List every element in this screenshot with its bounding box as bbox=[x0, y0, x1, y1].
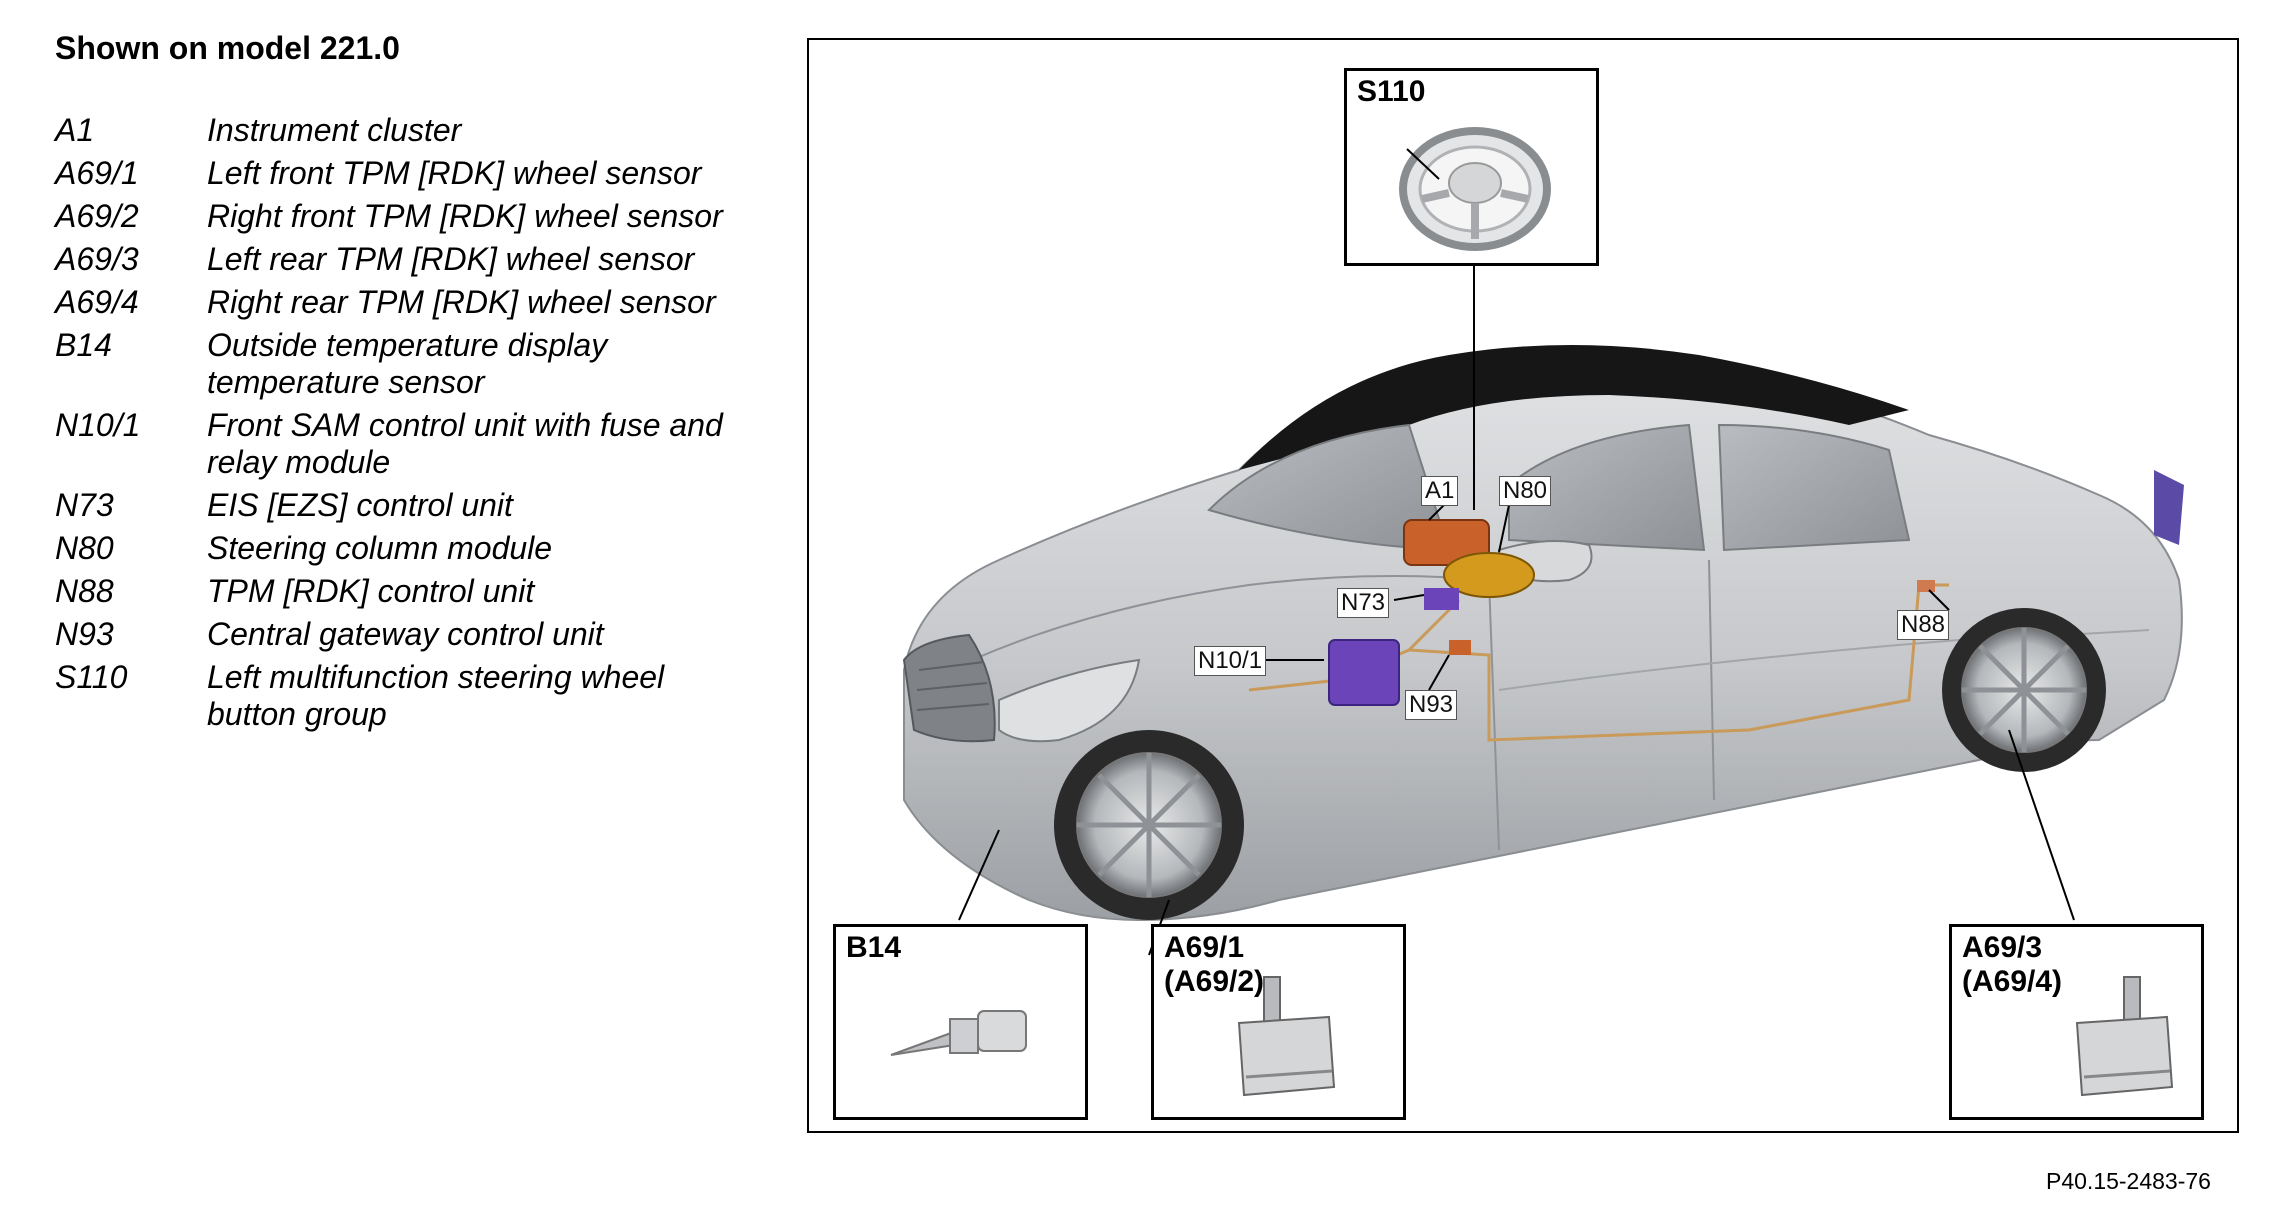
b14-inset: B14 bbox=[833, 924, 1088, 1120]
instrument-cluster-component bbox=[1403, 519, 1490, 566]
car-roof bbox=[1239, 345, 1909, 470]
figure-reference-id: P40.15-2483-76 bbox=[2046, 1168, 2211, 1194]
rear-side-window bbox=[1717, 423, 1911, 552]
legend-code: A69/1 bbox=[55, 155, 139, 191]
legend-description: Central gateway control unit bbox=[207, 616, 604, 652]
legend-item: A1 Instrument cluster bbox=[55, 112, 735, 149]
legend-code: A1 bbox=[55, 112, 95, 148]
legend-code: N80 bbox=[55, 530, 114, 566]
inset-title-alternate: (A69/4) bbox=[1962, 965, 2063, 998]
front-wheel-sensor-inset: A69/1 (A69/2) bbox=[1151, 924, 1406, 1120]
callout-n88: N88 bbox=[1897, 610, 1950, 640]
legend-code: A69/2 bbox=[55, 198, 139, 234]
page-title: Shown on model 221.0 bbox=[55, 30, 400, 66]
legend-code: A69/3 bbox=[55, 241, 139, 277]
legend-item: N88 TPM [RDK] control unit bbox=[55, 573, 735, 610]
temperature-sensor-icon bbox=[890, 1010, 1027, 1056]
inset-title: B14 bbox=[846, 931, 902, 964]
legend-description: Front SAM control unit with fuse and rel… bbox=[207, 407, 723, 480]
callout-n93: N93 bbox=[1405, 690, 1458, 720]
legend-item: S110 Left multifunction steering wheel bu… bbox=[55, 659, 735, 733]
legend-item: A69/1 Left front TPM [RDK] wheel sensor bbox=[55, 155, 735, 192]
callout-n10-1: N10/1 bbox=[1194, 646, 1267, 676]
legend-description: Left rear TPM [RDK] wheel sensor bbox=[207, 241, 695, 277]
headlight bbox=[998, 658, 1141, 743]
inset-title: S110 bbox=[1357, 75, 1426, 108]
front-sam-control-unit-component bbox=[1328, 639, 1400, 706]
rear-wheel-sensor-inset: A69/3 (A69/4) bbox=[1949, 924, 2204, 1120]
legend-code: A69/4 bbox=[55, 284, 139, 320]
legend-code: B14 bbox=[55, 327, 112, 363]
legend-description: Right front TPM [RDK] wheel sensor bbox=[207, 198, 723, 234]
legend-code: N73 bbox=[55, 487, 114, 523]
steering-wheel-icon bbox=[1399, 127, 1551, 251]
callout-n80: N80 bbox=[1499, 476, 1552, 506]
callout-a1: A1 bbox=[1421, 476, 1459, 506]
steering-column-module-component bbox=[1443, 552, 1535, 598]
vehicle-illustration bbox=[902, 260, 2184, 956]
legend-item: A69/3 Left rear TPM [RDK] wheel sensor bbox=[55, 241, 735, 278]
tpm-sensor-icon bbox=[2075, 976, 2174, 1097]
central-gateway-component bbox=[1449, 640, 1471, 655]
legend-description: Left front TPM [RDK] wheel sensor bbox=[207, 155, 702, 191]
legend-item: N93 Central gateway control unit bbox=[55, 616, 735, 653]
legend-description: TPM [RDK] control unit bbox=[207, 573, 535, 609]
front-grille bbox=[902, 633, 996, 743]
callout-n73: N73 bbox=[1337, 588, 1390, 618]
tpm-sensor-icon bbox=[1237, 976, 1336, 1097]
legend-item: N73 EIS [EZS] control unit bbox=[55, 487, 735, 524]
tail-light bbox=[2154, 470, 2184, 545]
legend-item: A69/2 Right front TPM [RDK] wheel sensor bbox=[55, 198, 735, 235]
legend-code: S110 bbox=[55, 659, 128, 695]
legend-code: N10/1 bbox=[55, 407, 141, 443]
legend-item: A69/4 Right rear TPM [RDK] wheel sensor bbox=[55, 284, 735, 321]
eis-control-unit-component bbox=[1424, 588, 1459, 610]
legend-item: B14 Outside temperature display temperatu… bbox=[55, 327, 735, 401]
component-legend: A1 Instrument cluster A69/1 Left front TPM… bbox=[55, 112, 735, 739]
vehicle-diagram-frame: S110 B14 A69/1 (A69/2) A69 bbox=[807, 38, 2239, 1133]
legend-item: N10/1 Front SAM control unit with fuse an… bbox=[55, 407, 735, 481]
legend-description: Outside temperature display temperature … bbox=[207, 327, 608, 400]
legend-description: Left multifunction steering wheel button… bbox=[207, 659, 665, 732]
tpm-control-unit-component bbox=[1917, 580, 1935, 592]
legend-code: N93 bbox=[55, 616, 114, 652]
legend-description: EIS [EZS] control unit bbox=[207, 487, 513, 523]
legend-item: N80 Steering column module bbox=[55, 530, 735, 567]
inset-title-primary: A69/3 bbox=[1962, 931, 2043, 964]
legend-description: Instrument cluster bbox=[207, 112, 462, 148]
inset-title-group: A69/3 (A69/4) bbox=[1962, 931, 2062, 999]
legend-description: Right rear TPM [RDK] wheel sensor bbox=[207, 284, 716, 320]
inset-title-group: A69/1 (A69/2) bbox=[1164, 931, 1264, 999]
s110-inset: S110 bbox=[1344, 68, 1599, 266]
legend-code: N88 bbox=[55, 573, 114, 609]
legend-description: Steering column module bbox=[207, 530, 553, 566]
inset-title-alternate: (A69/2) bbox=[1164, 965, 1265, 998]
inset-title-primary: A69/1 bbox=[1164, 931, 1245, 964]
